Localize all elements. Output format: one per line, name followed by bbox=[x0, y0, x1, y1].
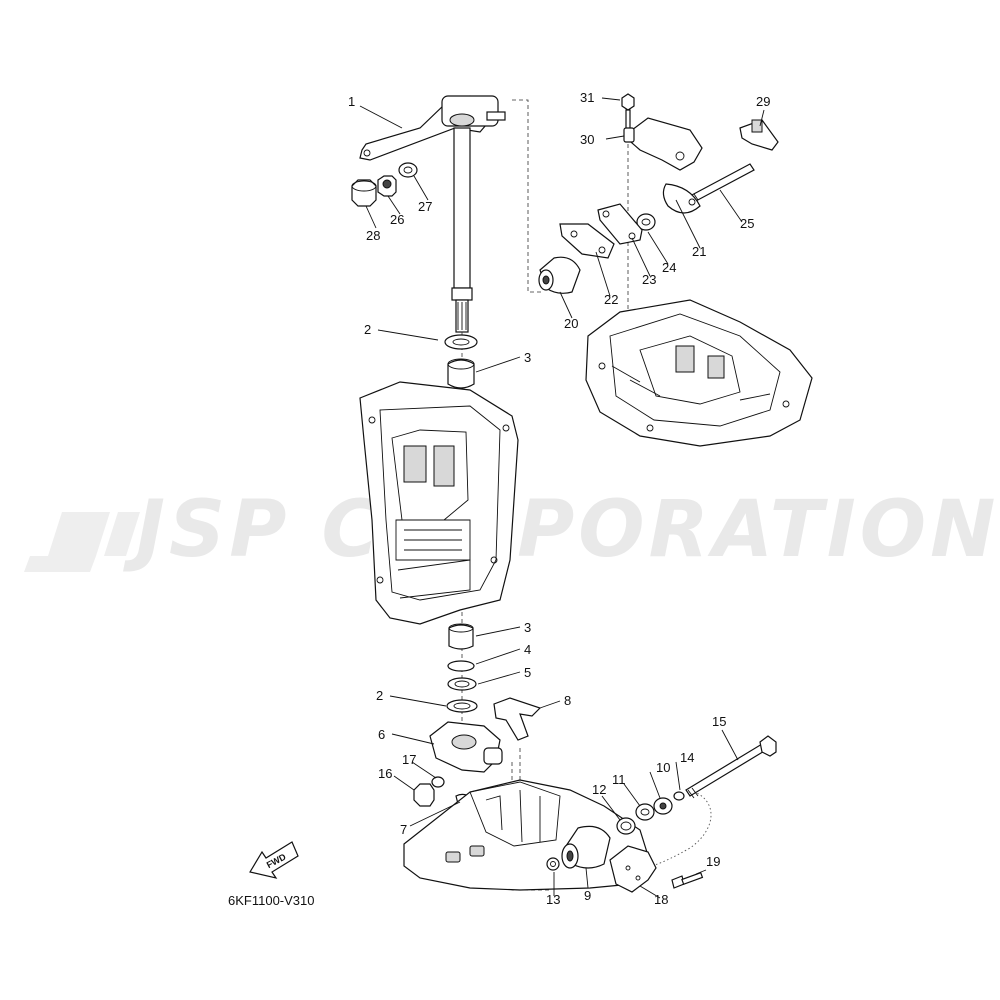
upper-mount-assembly bbox=[538, 93, 779, 294]
fwd-arrow-icon bbox=[249, 841, 299, 879]
part-label-15: 15 bbox=[712, 714, 726, 729]
watermark: JSP CORPORATION bbox=[24, 485, 999, 575]
part-labels: 1 2 3 3 4 5 2 8 6 17 16 7 15 14 10 11 12… bbox=[348, 90, 770, 907]
part-label-18: 18 bbox=[654, 892, 668, 907]
part-label-9: 9 bbox=[584, 888, 591, 903]
diagram-code: 6KF1100-V310 bbox=[228, 893, 315, 908]
part-label-27: 27 bbox=[418, 199, 432, 214]
part-label-20: 20 bbox=[564, 316, 578, 331]
part-label-22: 22 bbox=[604, 292, 618, 307]
part-label-17: 17 bbox=[402, 752, 416, 767]
part-label-4: 4 bbox=[524, 642, 531, 657]
part-label-21: 21 bbox=[692, 244, 706, 259]
part-label-7: 7 bbox=[400, 822, 407, 837]
part-label-5: 5 bbox=[524, 665, 531, 680]
part-label-10: 10 bbox=[656, 760, 670, 775]
part-label-19: 19 bbox=[706, 854, 720, 869]
mount-bracket-8 bbox=[493, 697, 542, 741]
part-label-3-lower: 3 bbox=[524, 620, 531, 635]
part-label-11: 11 bbox=[612, 772, 626, 787]
part-label-13: 13 bbox=[546, 892, 560, 907]
part-label-2-lower: 2 bbox=[376, 688, 383, 703]
part-label-1: 1 bbox=[348, 94, 355, 109]
part-label-26: 26 bbox=[390, 212, 404, 227]
fwd-direction-indicator: FWD bbox=[249, 841, 299, 879]
part-label-25: 25 bbox=[740, 216, 754, 231]
part-label-6: 6 bbox=[378, 727, 385, 742]
nut-washer-group bbox=[351, 162, 418, 207]
part-label-23: 23 bbox=[642, 272, 656, 287]
steering-arm bbox=[359, 95, 506, 161]
part-label-28: 28 bbox=[366, 228, 380, 243]
part-label-31: 31 bbox=[580, 90, 594, 105]
part-label-24: 24 bbox=[662, 260, 676, 275]
leader-lines bbox=[359, 97, 765, 899]
part-label-2-upper: 2 bbox=[364, 322, 371, 337]
part-label-12: 12 bbox=[592, 782, 606, 797]
lower-bushing-stack bbox=[446, 623, 478, 713]
part-label-30: 30 bbox=[580, 132, 594, 147]
watermark-text: JSP CORPORATION bbox=[123, 485, 999, 575]
part-label-16: 16 bbox=[378, 766, 392, 781]
part-label-3-upper: 3 bbox=[524, 350, 531, 365]
swivel-bracket bbox=[359, 381, 519, 625]
steering-shaft bbox=[451, 127, 473, 740]
part-label-29: 29 bbox=[756, 94, 770, 109]
part-label-8: 8 bbox=[564, 693, 571, 708]
upper-washer-bushing bbox=[444, 334, 478, 389]
damper-assembly bbox=[546, 735, 777, 893]
lower-mount-housing bbox=[429, 721, 503, 773]
upper-casing bbox=[585, 299, 813, 447]
watermark-logo bbox=[24, 512, 140, 572]
part-label-14: 14 bbox=[680, 750, 694, 765]
